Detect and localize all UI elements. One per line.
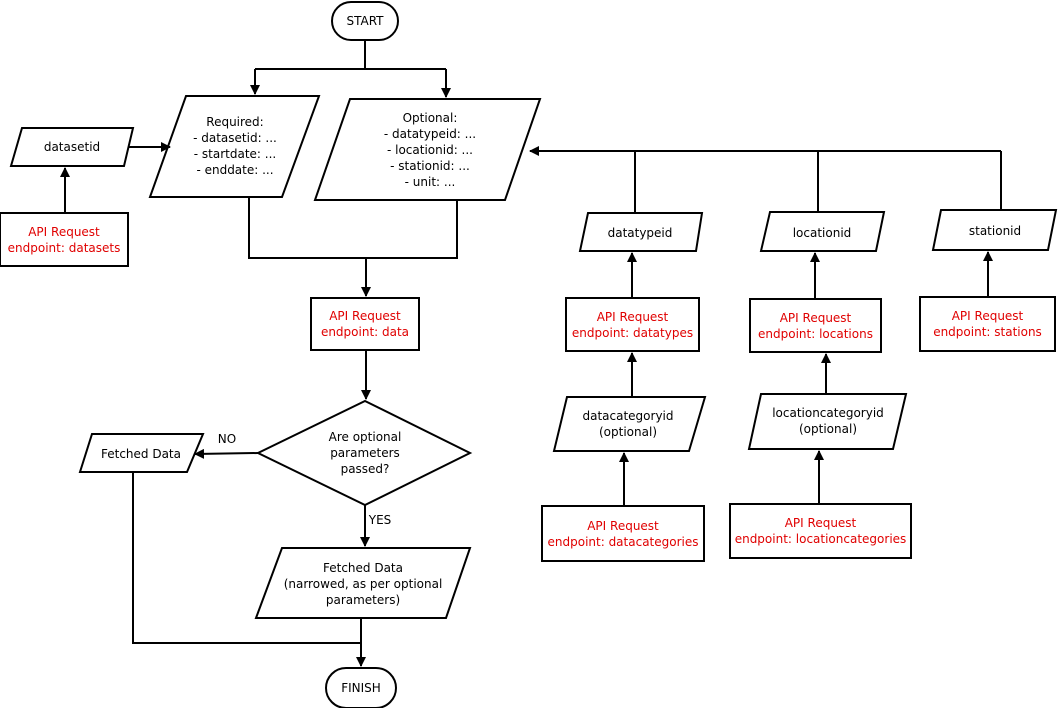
datacategoryid-shape (552, 396, 707, 452)
datatypeid-shape (578, 212, 704, 252)
api-request-label: API Request (329, 309, 401, 323)
optional-title: Optional: (402, 111, 458, 125)
datatypeid-label: datatypeid (607, 226, 673, 240)
decision-line: parameters (330, 446, 400, 460)
datasetid-label: datasetid (43, 140, 101, 154)
endpoint-label: endpoint: stations (933, 325, 1042, 339)
api-request-label: API Request (28, 225, 100, 239)
required-title: Required: (206, 115, 264, 129)
endpoint-label: endpoint: locations (758, 327, 873, 341)
datacategoryid-line: (optional) (599, 425, 657, 439)
fetched-data-label: Fetched Data (100, 447, 181, 461)
locationcategoryid-line: (optional) (799, 422, 857, 436)
api-data-text: API Request endpoint: data (311, 307, 419, 341)
fetched-narrow-line: parameters) (325, 593, 401, 607)
optional-item: - locationid: ... (386, 143, 473, 157)
required-item: - datasetid: ... (193, 131, 277, 145)
api-locations-text: API Request endpoint: locations (750, 309, 881, 343)
fetched-narrow-text: Fetched Data (narrowed, as per optional … (270, 558, 456, 610)
fetched-data-shape (78, 433, 205, 473)
locationcategoryid-line: locationcategoryid (772, 406, 884, 420)
decision-text: Are optional parameters passed? (300, 428, 430, 478)
endpoint-label: endpoint: data (320, 325, 410, 339)
fetched-narrow-line: (narrowed, as per optional (283, 577, 443, 591)
api-datacategories-text: API Request endpoint: datacategories (542, 517, 704, 551)
api-request-label: API Request (784, 516, 857, 530)
no-label: NO (217, 432, 237, 446)
fetched-narrow-shape (254, 547, 472, 619)
locationid-label: locationid (792, 226, 852, 240)
start-label: START (346, 14, 384, 28)
api-stations-text: API Request endpoint: stations (920, 307, 1055, 341)
connector-fetched-finish (132, 472, 361, 644)
api-locations-box (749, 298, 882, 353)
api-datasets-text: API Request endpoint: datasets (0, 223, 128, 257)
finish-label: FINISH (341, 681, 381, 695)
api-request-label: API Request (951, 309, 1024, 323)
api-datacategories-box (541, 505, 705, 562)
api-datatypes-box (565, 297, 700, 352)
yes-label: YES (368, 513, 392, 527)
optional-item: - unit: ... (404, 175, 456, 189)
api-stations-box (919, 296, 1056, 352)
required-params-shape (148, 95, 321, 198)
arrow-no (194, 448, 259, 459)
locationcategoryid-shape (747, 393, 908, 450)
api-request-label: API Request (779, 311, 852, 325)
api-locationcategories-box (729, 503, 912, 559)
connector-merge (248, 197, 458, 259)
datacategoryid-line: datacategoryid (582, 409, 674, 423)
finish-terminator (325, 667, 397, 708)
api-datasets-box (0, 212, 129, 267)
endpoint-label: endpoint: datatypes (571, 326, 694, 340)
api-locationcategories-text: API Request endpoint: locationcategories (730, 514, 911, 548)
required-item: - startdate: ... (193, 147, 277, 161)
optional-params-shape (313, 98, 542, 201)
api-request-label: API Request (587, 519, 659, 533)
endpoint-label: endpoint: datasets (7, 241, 121, 255)
required-params-text: Required: - datasetid: ... - startdate: … (170, 112, 300, 180)
optional-params-text: Optional: - datatypeid: ... - locationid… (360, 108, 500, 192)
required-item: - enddate: ... (196, 163, 274, 177)
optional-item: - datatypeid: ... (383, 127, 477, 141)
decision-line: Are optional (328, 430, 402, 444)
locationcategoryid-text: locationcategoryid (optional) (755, 404, 901, 438)
endpoint-label: endpoint: datacategories (547, 535, 699, 549)
stationid-label: stationid (968, 224, 1022, 238)
api-datatypes-text: API Request endpoint: datatypes (566, 308, 699, 342)
locationid-shape (759, 211, 886, 252)
decision-line: passed? (340, 462, 390, 476)
api-request-label: API Request (596, 310, 669, 324)
datacategoryid-text: datacategoryid (optional) (560, 407, 696, 441)
fetched-narrow-line: Fetched Data (322, 561, 403, 575)
stationid-shape (931, 209, 1058, 251)
datasetid-shape (9, 127, 135, 167)
endpoint-label: endpoint: locationcategories (734, 532, 907, 546)
optional-item: - stationid: ... (390, 159, 470, 173)
